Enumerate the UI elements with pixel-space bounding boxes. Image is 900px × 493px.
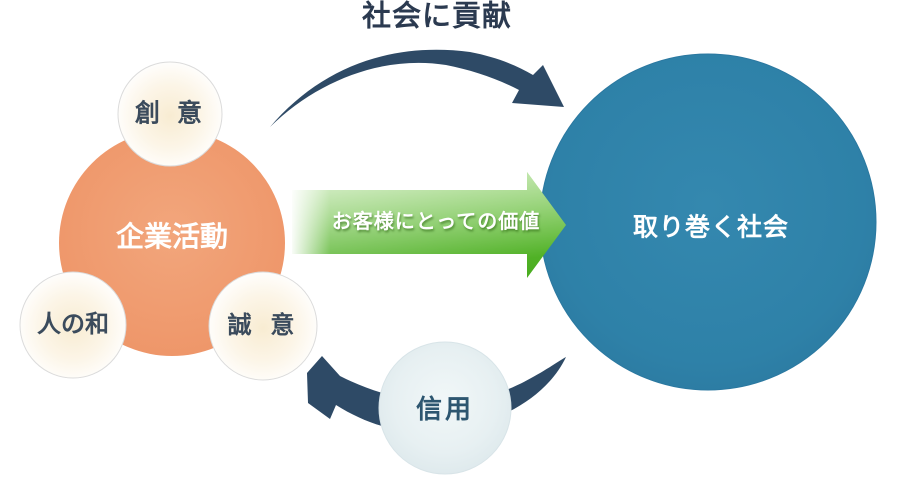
creativity-label: 創 意: [135, 99, 207, 128]
contribution-arrow: [270, 49, 564, 127]
company-circle-label: 企業活動: [115, 221, 229, 252]
diagram-title: 社会に貢献: [361, 0, 513, 33]
trust-circle: [378, 341, 512, 475]
creativity-circle: [117, 61, 223, 167]
society-circle-label: 取り巻く社会: [632, 213, 790, 242]
harmony-circle: [19, 271, 127, 379]
trust-circle-label: 信用: [415, 394, 475, 424]
sincerity-label: 誠 意: [227, 312, 301, 339]
sincerity-circle: [208, 271, 318, 381]
value-arrow-fade: [292, 172, 566, 278]
harmony-label: 人の和: [37, 311, 109, 338]
value-arrow-label: お客様にとっての価値: [331, 211, 541, 233]
